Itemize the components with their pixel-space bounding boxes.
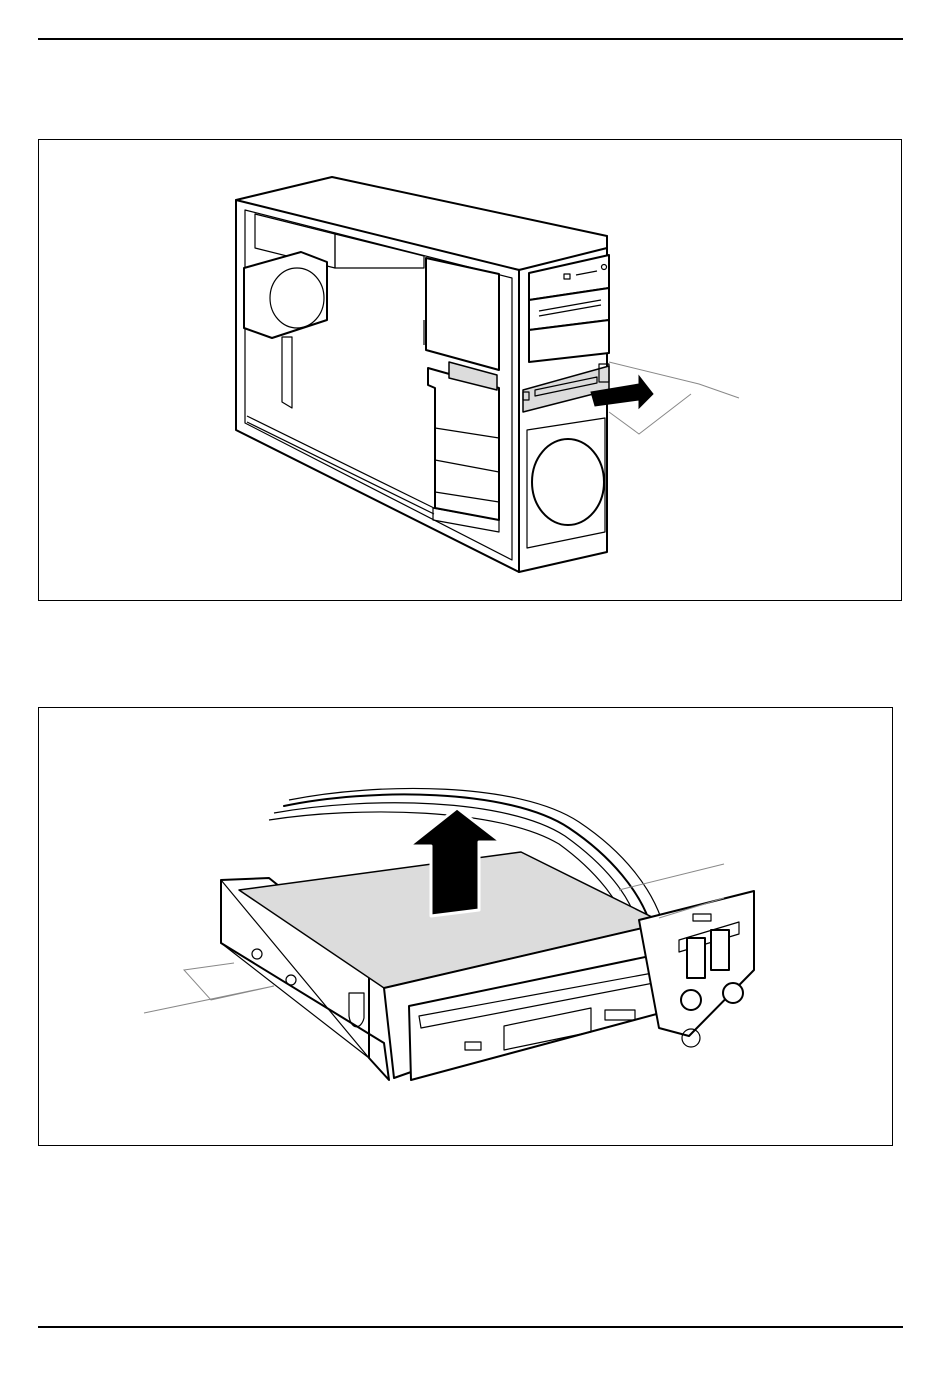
header-rule [38, 38, 903, 40]
audio-jack-left [681, 990, 701, 1010]
upper-drive-cage [426, 258, 499, 370]
hdd-cage [428, 368, 499, 520]
floppy-module-illustration [39, 708, 894, 1147]
footer-rule [38, 1326, 903, 1328]
usb-port-right [711, 930, 729, 970]
pc-tower-illustration [39, 140, 903, 602]
front-fan-icon [532, 439, 604, 525]
figure-pc-tower [38, 139, 902, 601]
figure-floppy-module [38, 707, 893, 1146]
usb-port-left [687, 938, 705, 978]
audio-jack-right [723, 983, 743, 1003]
